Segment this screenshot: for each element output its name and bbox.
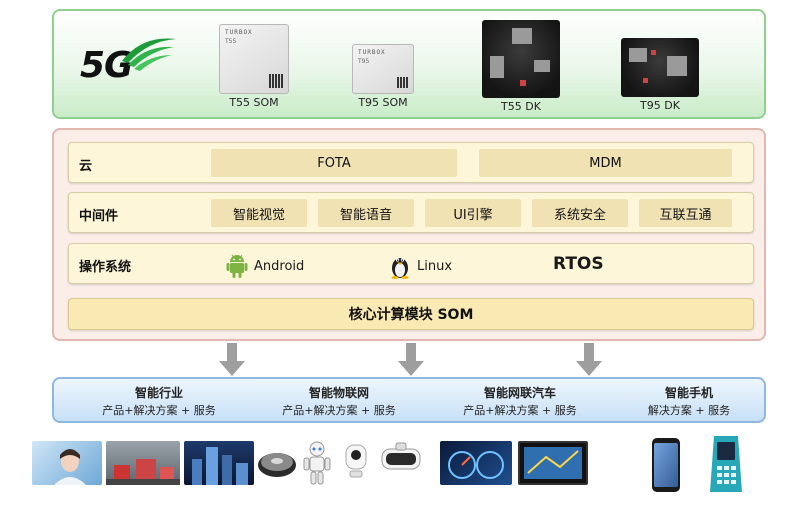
humanoid-robot-icon xyxy=(303,441,331,485)
mdm-block: MDM xyxy=(479,149,732,177)
product-t55-dk: T55 DK xyxy=(482,20,560,113)
product-t95-som: TURBOX T95 T95 SOM xyxy=(352,44,414,109)
product-caption: T95 DK xyxy=(640,99,680,112)
middleware-voice: 智能语音 xyxy=(318,199,414,227)
market-title: 智能网联汽车 xyxy=(483,386,556,400)
product-caption: T55 SOM xyxy=(229,96,279,109)
core-som-layer: 核心计算模块 SOM xyxy=(68,298,754,330)
market-title: 智能手机 xyxy=(664,386,713,400)
city-skyline-icon xyxy=(192,447,248,485)
product-caption: T95 SOM xyxy=(358,96,408,109)
middleware-layer: 中间件 智能视觉 智能语音 UI引擎 系统安全 互联互通 xyxy=(68,192,754,233)
5g-swoosh-icon xyxy=(122,38,176,71)
industrial-robot-icon xyxy=(106,459,180,485)
middleware-layer-label: 中间件 xyxy=(79,209,119,224)
5g-logo: 5G xyxy=(80,31,176,95)
market-subtitle: 产品+解决方案 + 服务 xyxy=(102,404,216,417)
market-subtitle: 产品+解决方案 + 服务 xyxy=(282,404,396,417)
qr-code-icon xyxy=(269,74,283,88)
smartphone-icon xyxy=(652,438,680,492)
market-title: 智能行业 xyxy=(134,386,183,400)
dashboard-gauge-icon xyxy=(448,451,504,479)
market-smartphone: 智能手机 解决方案 + 服务 xyxy=(624,384,754,418)
t95-dk-board xyxy=(621,38,699,97)
t55-dk-board xyxy=(482,20,560,98)
os-linux-label: Linux xyxy=(417,258,453,274)
architecture-stack: 云 FOTA MDM 中间件 智能视觉 智能语音 UI引擎 系统安全 互联互通 … xyxy=(52,128,766,341)
market-subtitle: 解决方案 + 服务 xyxy=(647,404,731,417)
os-layer: 操作系统 Android xyxy=(68,243,754,284)
down-arrow-icon xyxy=(398,343,424,376)
product-t55-som: TURBOX T55 T55 SOM xyxy=(219,24,289,109)
middleware-vision: 智能视觉 xyxy=(211,199,307,227)
linux-tux-icon xyxy=(391,258,409,279)
market-connected-car: 智能网联汽车 产品+解决方案 + 服务 xyxy=(440,384,600,418)
t95-som-module: TURBOX T95 xyxy=(352,44,414,94)
os-linux: Linux xyxy=(389,253,452,279)
middleware-security: 系统安全 xyxy=(532,199,628,227)
factory-robot-photo xyxy=(106,441,180,485)
t55-som-module: TURBOX T55 xyxy=(219,24,289,94)
cloud-layer: 云 FOTA MDM xyxy=(68,142,754,183)
vr-headset-icon xyxy=(381,442,421,470)
os-rtos-label: RTOS xyxy=(553,254,604,274)
product-panel: 5G TURBOX T55 T55 SOM TURBOX T95 T95 SOM xyxy=(52,9,766,119)
fota-block: FOTA xyxy=(211,149,457,177)
cloud-layer-label: 云 xyxy=(79,159,93,174)
market-smart-iot: 智能物联网 产品+解决方案 + 服务 xyxy=(264,384,414,418)
market-smart-industry: 智能行业 产品+解决方案 + 服务 xyxy=(84,384,234,418)
down-arrow-icon xyxy=(576,343,602,376)
smart-camera-icon xyxy=(345,444,367,478)
os-android: Android xyxy=(226,253,304,279)
navigation-screen-icon xyxy=(524,447,582,479)
product-t95-dk: T95 DK xyxy=(621,38,699,112)
market-subtitle: 产品+解决方案 + 服务 xyxy=(463,404,577,417)
robot-vacuum-icon xyxy=(258,453,296,477)
car-dashboard-photo xyxy=(440,441,512,485)
handheld-pos-terminal-icon xyxy=(710,436,742,492)
5g-logo-text: 5G xyxy=(80,45,134,86)
smart-city-photo xyxy=(184,441,254,485)
market-segments: 智能行业 产品+解决方案 + 服务 智能物联网 产品+解决方案 + 服务 智能网… xyxy=(52,377,766,423)
car-infotainment-photo xyxy=(518,441,588,485)
market-title: 智能物联网 xyxy=(308,386,369,400)
middleware-ui-engine: UI引擎 xyxy=(425,199,521,227)
os-android-label: Android xyxy=(254,258,305,274)
face-recognition-photo xyxy=(32,441,102,485)
middleware-connectivity: 互联互通 xyxy=(639,199,732,227)
qr-code-icon xyxy=(397,77,408,88)
down-arrow-icon xyxy=(219,343,245,376)
os-layer-label: 操作系统 xyxy=(79,260,132,275)
face-icon xyxy=(54,449,86,485)
android-icon xyxy=(226,254,248,278)
product-caption: T55 DK xyxy=(501,100,541,113)
